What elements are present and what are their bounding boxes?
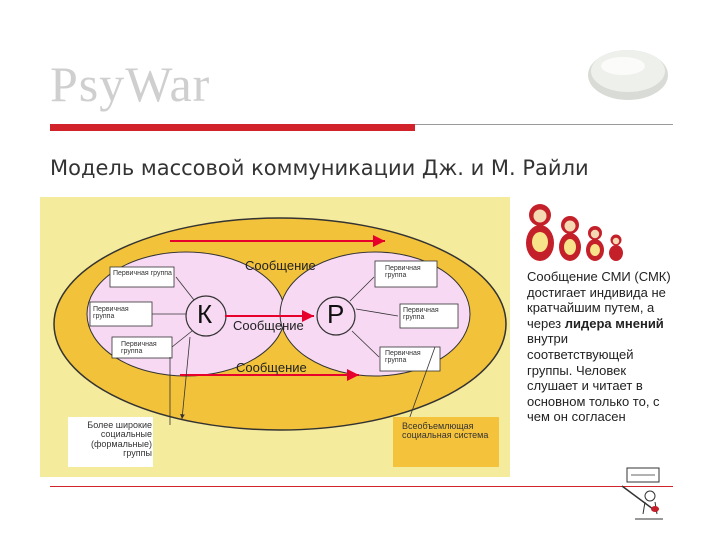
opinion-leader-emphasis: лидера мнений — [564, 315, 664, 331]
slide-subtitle: Модель массовой коммуникации Дж. и М. Ра… — [50, 156, 589, 180]
accent-rule — [50, 124, 415, 131]
recipient-label: Р — [327, 299, 345, 329]
primary-group-label: Первичная группа — [113, 270, 172, 277]
footer-rule — [50, 486, 673, 487]
primary-group-label: Первичная группа — [121, 341, 157, 356]
primary-group-label: Первичная группа — [93, 306, 129, 321]
communication-model-diagram: Первичная группа Первичная группа Первич… — [40, 197, 510, 477]
brand-title: PsyWar — [50, 56, 211, 112]
social-system-box — [393, 417, 499, 467]
broader-groups-label: Более широкие социальные (формальные) гр… — [87, 420, 152, 459]
cartoon-sign-image — [621, 467, 663, 520]
side-note-text: внутри соответствующей группы. Человек с… — [527, 331, 660, 425]
primary-group-label: Первичная группа — [403, 307, 439, 322]
soap-image — [588, 50, 668, 100]
communicator-label: К — [197, 299, 213, 329]
social-system-label: Всеобъемлющая социальная система — [402, 421, 489, 441]
message-label: Сообщение — [245, 258, 316, 273]
message-label: Сообщение — [233, 318, 304, 333]
message-label: Сообщение — [236, 360, 307, 375]
primary-group-label: Первичная группа — [385, 350, 421, 365]
recipient-circle — [316, 296, 356, 336]
broader-groups-box — [68, 417, 153, 467]
side-note-text: Сообщение СМИ (СМК) достигает индивида н… — [527, 269, 671, 331]
primary-group-label: Первичная группа — [385, 265, 421, 280]
header-divider — [415, 124, 673, 125]
side-note: Сообщение СМИ (СМК) достигает индивида н… — [527, 269, 677, 425]
matryoshka-dolls-image — [520, 195, 632, 263]
